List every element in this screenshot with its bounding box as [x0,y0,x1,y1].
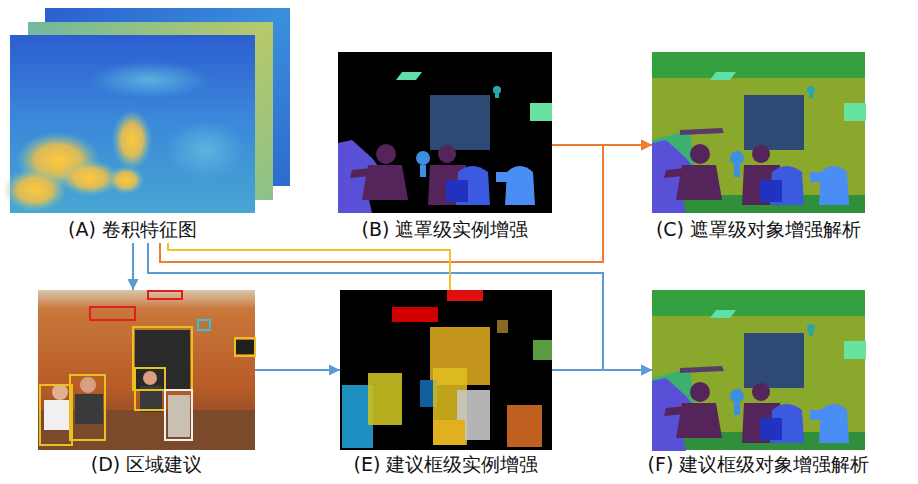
connector [160,140,652,263]
connector [128,243,139,290]
panel-caption: (B) 遮罩级实例增强 [360,218,531,240]
connector-line [255,369,340,371]
figure-panel: (E) 建议框级实例增强 [340,290,552,478]
connector [168,243,450,290]
panel-caption-row: (D) 区域建议 [8,452,285,478]
figure-panel: (F) 建议框级对象增强解析 [652,290,865,478]
panel-caption: (E) 建议框级实例增强 [352,453,541,475]
arrow-head [641,140,652,151]
panel-caption-row: (B) 遮罩级实例增强 [298,217,592,243]
arrow-head [641,140,652,151]
connector-line [168,243,450,290]
panel-caption-row: (E) 建议框级实例增强 [300,452,592,478]
arrow-head [329,365,340,376]
panel-caption-row: (A) 卷积特征图 [10,217,255,243]
arrow-head [641,365,652,376]
panel-caption: (F) 建议框级对象增强解析 [646,453,872,475]
figure-panel: (B) 遮罩级实例增强 [338,52,552,243]
panel-caption: (C) 遮罩级对象增强解析 [654,218,863,240]
arrow-head [128,279,139,290]
panel-caption: (D) 区域建议 [89,453,205,475]
connector-line [160,145,652,262]
arrow-head [641,365,652,376]
panel-caption-row: (C) 遮罩级对象增强解析 [607,217,910,243]
panel-caption: (A) 卷积特征图 [66,218,199,240]
figure-panel: (A) 卷积特征图 [10,8,290,243]
figure-panel: (D) 区域建议 [38,290,255,478]
panel-caption-row: (F) 建议框级对象增强解析 [607,452,910,478]
connector [255,365,340,376]
figure-panel: (C) 遮罩级对象增强解析 [652,52,865,243]
